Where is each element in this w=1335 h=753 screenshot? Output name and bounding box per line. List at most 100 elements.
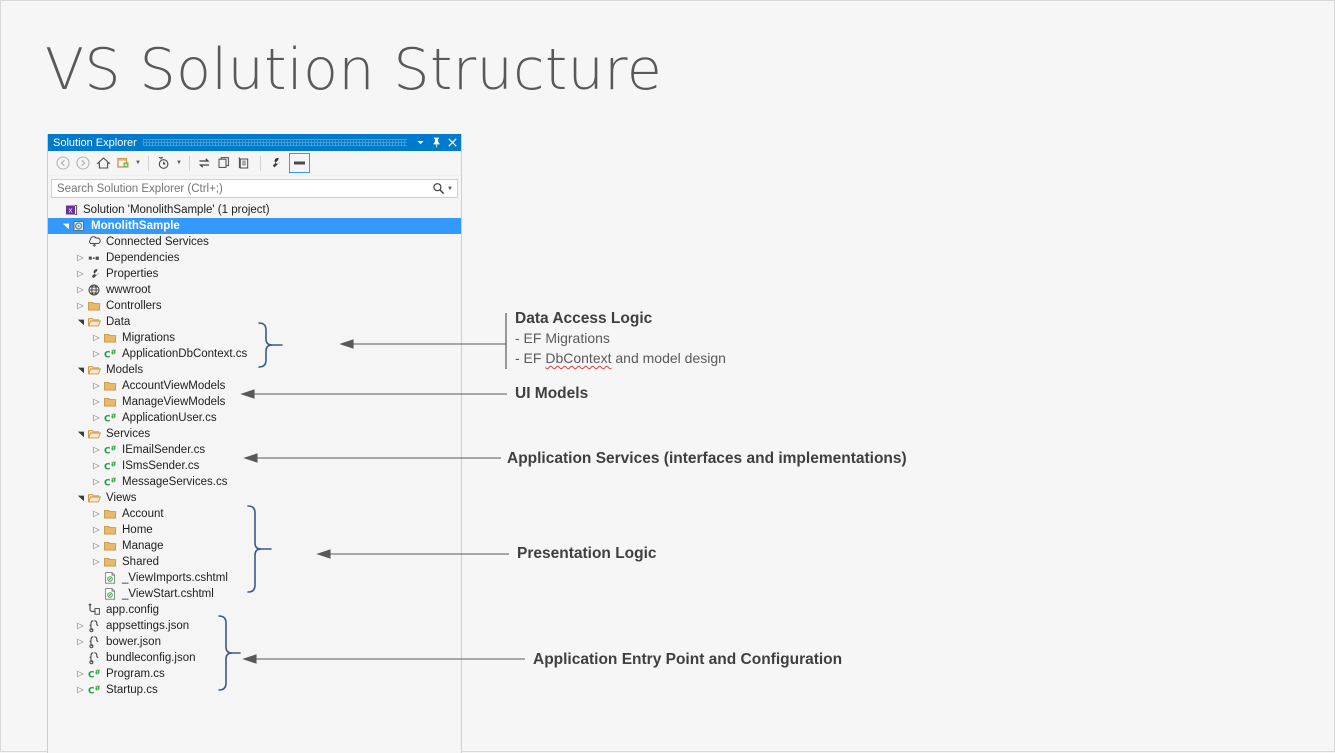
tree-item-app-config[interactable]: app.config	[48, 602, 461, 618]
chevron-down-icon[interactable]: ▼	[135, 160, 141, 166]
chevron-right-icon[interactable]: ▷	[77, 301, 84, 310]
project-icon	[71, 219, 87, 233]
tree-item-iemailsender-cs[interactable]: ▷C #IEmailSender.cs	[48, 442, 461, 458]
chevron-right-icon[interactable]: ▷	[93, 557, 100, 566]
annotation-presentation-logic: Presentation Logic	[517, 545, 657, 562]
tree-item-label: Solution 'MonolithSample' (1 project)	[83, 204, 270, 216]
properties-icon[interactable]	[266, 153, 286, 173]
chevron-right-icon[interactable]: ▷	[93, 445, 100, 454]
tree-item-solution-monolithsample-1-project[interactable]: x Solution 'MonolithSample' (1 project)	[48, 202, 461, 218]
chevron-right-icon[interactable]: ▷	[93, 397, 100, 406]
tree-item-label: Connected Services	[106, 236, 209, 248]
tree-item-properties[interactable]: ▷Properties	[48, 266, 461, 282]
tree-item-controllers[interactable]: ▷Controllers	[48, 298, 461, 314]
tree-item-applicationdbcontext-cs[interactable]: ▷C #ApplicationDbContext.cs	[48, 346, 461, 362]
svg-text:C: C	[104, 463, 111, 473]
chevron-right-icon[interactable]: ▷	[77, 269, 84, 278]
chevron-right-icon[interactable]: ▷	[93, 413, 100, 422]
preview-selected-items-icon[interactable]	[288, 153, 310, 173]
sync-with-active-document-icon[interactable]	[113, 153, 133, 173]
chevron-right-icon[interactable]: ▷	[93, 541, 100, 550]
chevron-right-icon[interactable]: ▷	[77, 685, 84, 694]
chevron-right-icon[interactable]: ▷	[77, 285, 84, 294]
svg-text:#: #	[110, 349, 116, 357]
svg-text:#: #	[94, 669, 100, 677]
tree-item-manage[interactable]: ▷Manage	[48, 538, 461, 554]
tree-item-messageservices-cs[interactable]: ▷C #MessageServices.cs	[48, 474, 461, 490]
tree-item-home[interactable]: ▷ Home	[48, 522, 461, 538]
csharp-icon: C #	[102, 347, 118, 361]
tree-item-bundleconfig-json[interactable]: bundleconfig.json	[48, 650, 461, 666]
tree-item-account[interactable]: ▷Account	[48, 506, 461, 522]
chevron-down-icon[interactable]	[60, 222, 71, 230]
solution-icon: x	[63, 203, 79, 217]
titlebar-drag-handle[interactable]	[142, 139, 407, 146]
solution-explorer-window: Solution Explorer	[47, 134, 462, 753]
chevron-down-icon[interactable]	[413, 135, 428, 150]
tree-item-accountviewmodels[interactable]: ▷AccountViewModels	[48, 378, 461, 394]
tree-item-label: Views	[106, 492, 137, 504]
annotation-ui-models: UI Models	[515, 385, 589, 402]
tree-item-wwwroot[interactable]: ▷ wwwroot	[48, 282, 461, 298]
tree-item-connected-services[interactable]: Connected Services	[48, 234, 461, 250]
refresh-icon[interactable]	[195, 153, 215, 173]
pending-changes-icon[interactable]	[154, 153, 174, 173]
tree-item-applicationuser-cs[interactable]: ▷C #ApplicationUser.cs	[48, 410, 461, 426]
chevron-down-icon[interactable]	[75, 318, 86, 326]
tree-item-bower-json[interactable]: ▷ bower.json	[48, 634, 461, 650]
search-input[interactable]	[52, 181, 433, 196]
chevron-right-icon[interactable]: ▷	[93, 509, 100, 518]
chevron-right-icon[interactable]: ▷	[77, 621, 84, 630]
tree-item-manageviewmodels[interactable]: ▷ManageViewModels	[48, 394, 461, 410]
chevron-down-icon[interactable]	[75, 366, 86, 374]
tree-item-label: Home	[122, 524, 153, 536]
tree-item-monolithsample[interactable]: MonolithSample	[48, 218, 461, 234]
csharp-icon: C #	[102, 443, 118, 457]
collapse-all-icon[interactable]	[235, 153, 255, 173]
tree-item-models[interactable]: Models	[48, 362, 461, 378]
chevron-right-icon[interactable]: ▷	[93, 477, 100, 486]
svg-text:#: #	[110, 461, 116, 469]
folder-icon	[102, 555, 118, 569]
dependencies-icon	[86, 251, 102, 265]
pin-icon[interactable]	[429, 135, 444, 150]
chevron-down-icon[interactable]	[75, 430, 86, 438]
tree-item-viewstart-cshtml[interactable]: _ViewStart.cshtml	[48, 586, 461, 602]
tree-item-viewimports-cshtml[interactable]: _ViewImports.cshtml	[48, 570, 461, 586]
chevron-down-icon[interactable]: ▼	[175, 160, 182, 166]
tree-item-data[interactable]: Data	[48, 314, 461, 330]
chevron-right-icon[interactable]: ▷	[77, 253, 84, 262]
toolbar-separator	[147, 155, 149, 171]
back-icon[interactable]	[53, 153, 73, 173]
tree-item-migrations[interactable]: ▷Migrations	[48, 330, 461, 346]
search-box[interactable]: ▼	[51, 179, 458, 198]
solution-tree[interactable]: x Solution 'MonolithSample' (1 project) …	[48, 202, 461, 698]
forward-icon[interactable]	[73, 153, 93, 173]
chevron-right-icon[interactable]: ▷	[93, 349, 100, 358]
annotation-application-services: Application Services (interfaces and imp…	[507, 450, 907, 467]
chevron-right-icon[interactable]: ▷	[93, 525, 100, 534]
page-title: VS Solution Structure	[45, 37, 663, 103]
chevron-right-icon[interactable]: ▷	[93, 333, 100, 342]
svg-text:C: C	[88, 671, 95, 681]
show-all-files-icon[interactable]	[215, 153, 235, 173]
chevron-right-icon[interactable]: ▷	[77, 637, 84, 646]
close-icon[interactable]	[445, 135, 460, 150]
tree-item-label: ApplicationUser.cs	[122, 412, 217, 424]
chevron-right-icon[interactable]: ▷	[77, 669, 84, 678]
chevron-down-icon[interactable]	[75, 494, 86, 502]
tree-item-ismssender-cs[interactable]: ▷C #ISmsSender.cs	[48, 458, 461, 474]
home-icon[interactable]	[93, 153, 113, 173]
tree-item-appsettings-json[interactable]: ▷ appsettings.json	[48, 618, 461, 634]
tree-item-label: bower.json	[106, 636, 161, 648]
tree-item-startup-cs[interactable]: ▷C #Startup.cs	[48, 682, 461, 698]
tree-item-program-cs[interactable]: ▷C #Program.cs	[48, 666, 461, 682]
svg-text:C: C	[88, 687, 95, 697]
tree-item-shared[interactable]: ▷Shared	[48, 554, 461, 570]
chevron-right-icon[interactable]: ▷	[93, 381, 100, 390]
tree-item-views[interactable]: Views	[48, 490, 461, 506]
tree-item-services[interactable]: Services	[48, 426, 461, 442]
chevron-right-icon[interactable]: ▷	[93, 461, 100, 470]
tree-item-dependencies[interactable]: ▷ Dependencies	[48, 250, 461, 266]
search-icon[interactable]: ▼	[432, 182, 457, 195]
